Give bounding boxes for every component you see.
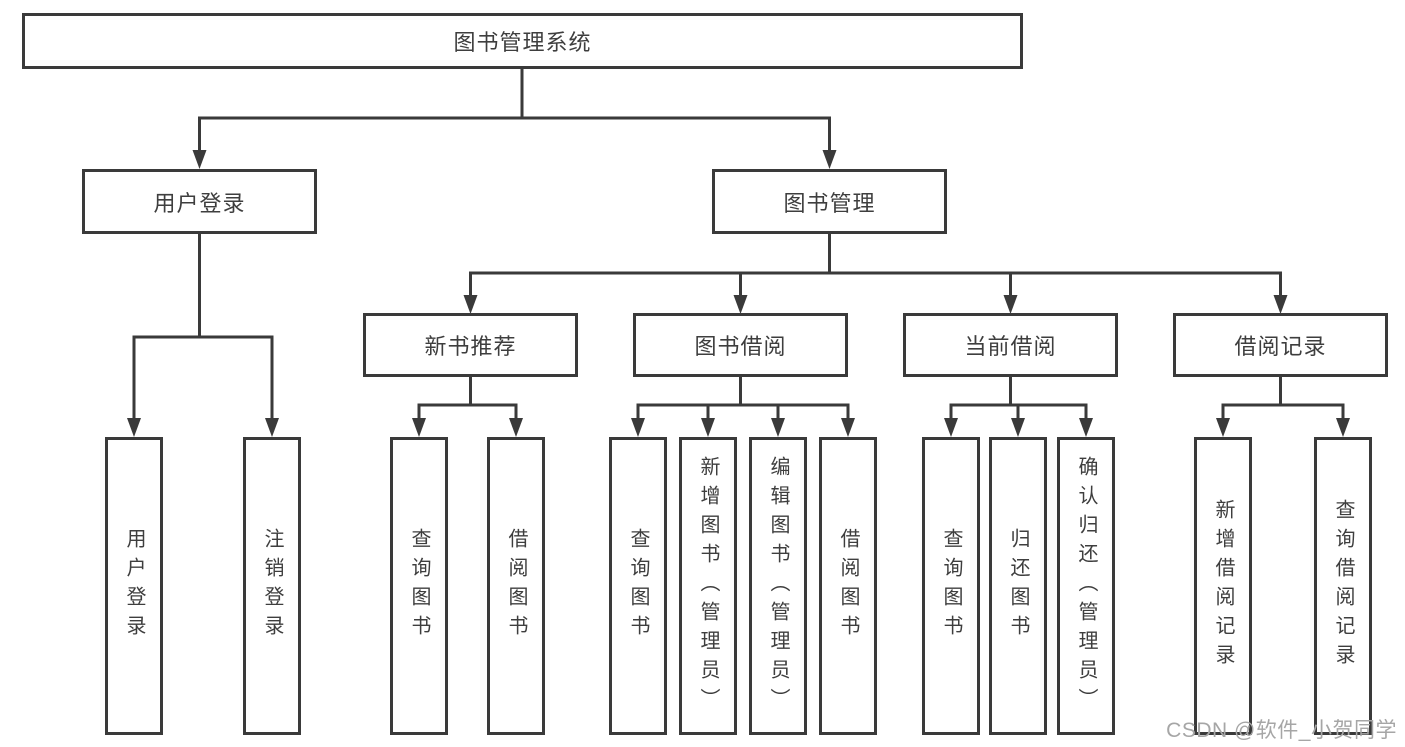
leaf-edit-book-admin: 编辑图书（管理员） [749,437,807,735]
leaf-label: 编辑图书（管理员） [767,455,789,717]
leaf-borrow-books-recommend: 借阅图书 [487,437,545,735]
leaf-query-books-borrow: 查询图书 [609,437,667,735]
leaf-label: 借阅图书 [505,528,527,644]
leaf-logout: 注销登录 [243,437,301,735]
leaf-label: 新增图书（管理员） [697,455,719,717]
leaf-label: 借阅图书 [837,528,859,644]
leaf-borrow-books: 借阅图书 [819,437,877,735]
node-root-system: 图书管理系统 [22,13,1023,69]
leaf-user-login: 用户登录 [105,437,163,735]
leaf-query-borrow-record: 查询借阅记录 [1314,437,1372,735]
leaf-label: 查询图书 [408,528,430,644]
leaf-label: 查询借阅记录 [1332,499,1354,673]
node-current-borrow: 当前借阅 [903,313,1118,377]
leaf-query-books-current: 查询图书 [922,437,980,735]
leaf-label: 查询图书 [627,528,649,644]
node-new-book-recommend: 新书推荐 [363,313,578,377]
leaf-label: 用户登录 [123,528,145,644]
arrowheads [127,150,1350,437]
node-borrow-records: 借阅记录 [1173,313,1388,377]
leaf-add-borrow-record: 新增借阅记录 [1194,437,1252,735]
node-book-borrow: 图书借阅 [633,313,848,377]
leaf-query-books-recommend: 查询图书 [390,437,448,735]
leaf-label: 注销登录 [261,528,283,644]
leaf-label: 新增借阅记录 [1212,499,1234,673]
leaf-label: 归还图书 [1007,528,1029,644]
leaf-add-book-admin: 新增图书（管理员） [679,437,737,735]
leaf-confirm-return-admin: 确认归还（管理员） [1057,437,1115,735]
leaf-return-book: 归还图书 [989,437,1047,735]
watermark: CSDN @软件_小贺同学 [1166,719,1397,742]
node-user-login: 用户登录 [82,169,317,234]
leaf-label: 确认归还（管理员） [1075,455,1097,717]
leaf-label: 查询图书 [940,528,962,644]
node-book-management: 图书管理 [712,169,947,234]
